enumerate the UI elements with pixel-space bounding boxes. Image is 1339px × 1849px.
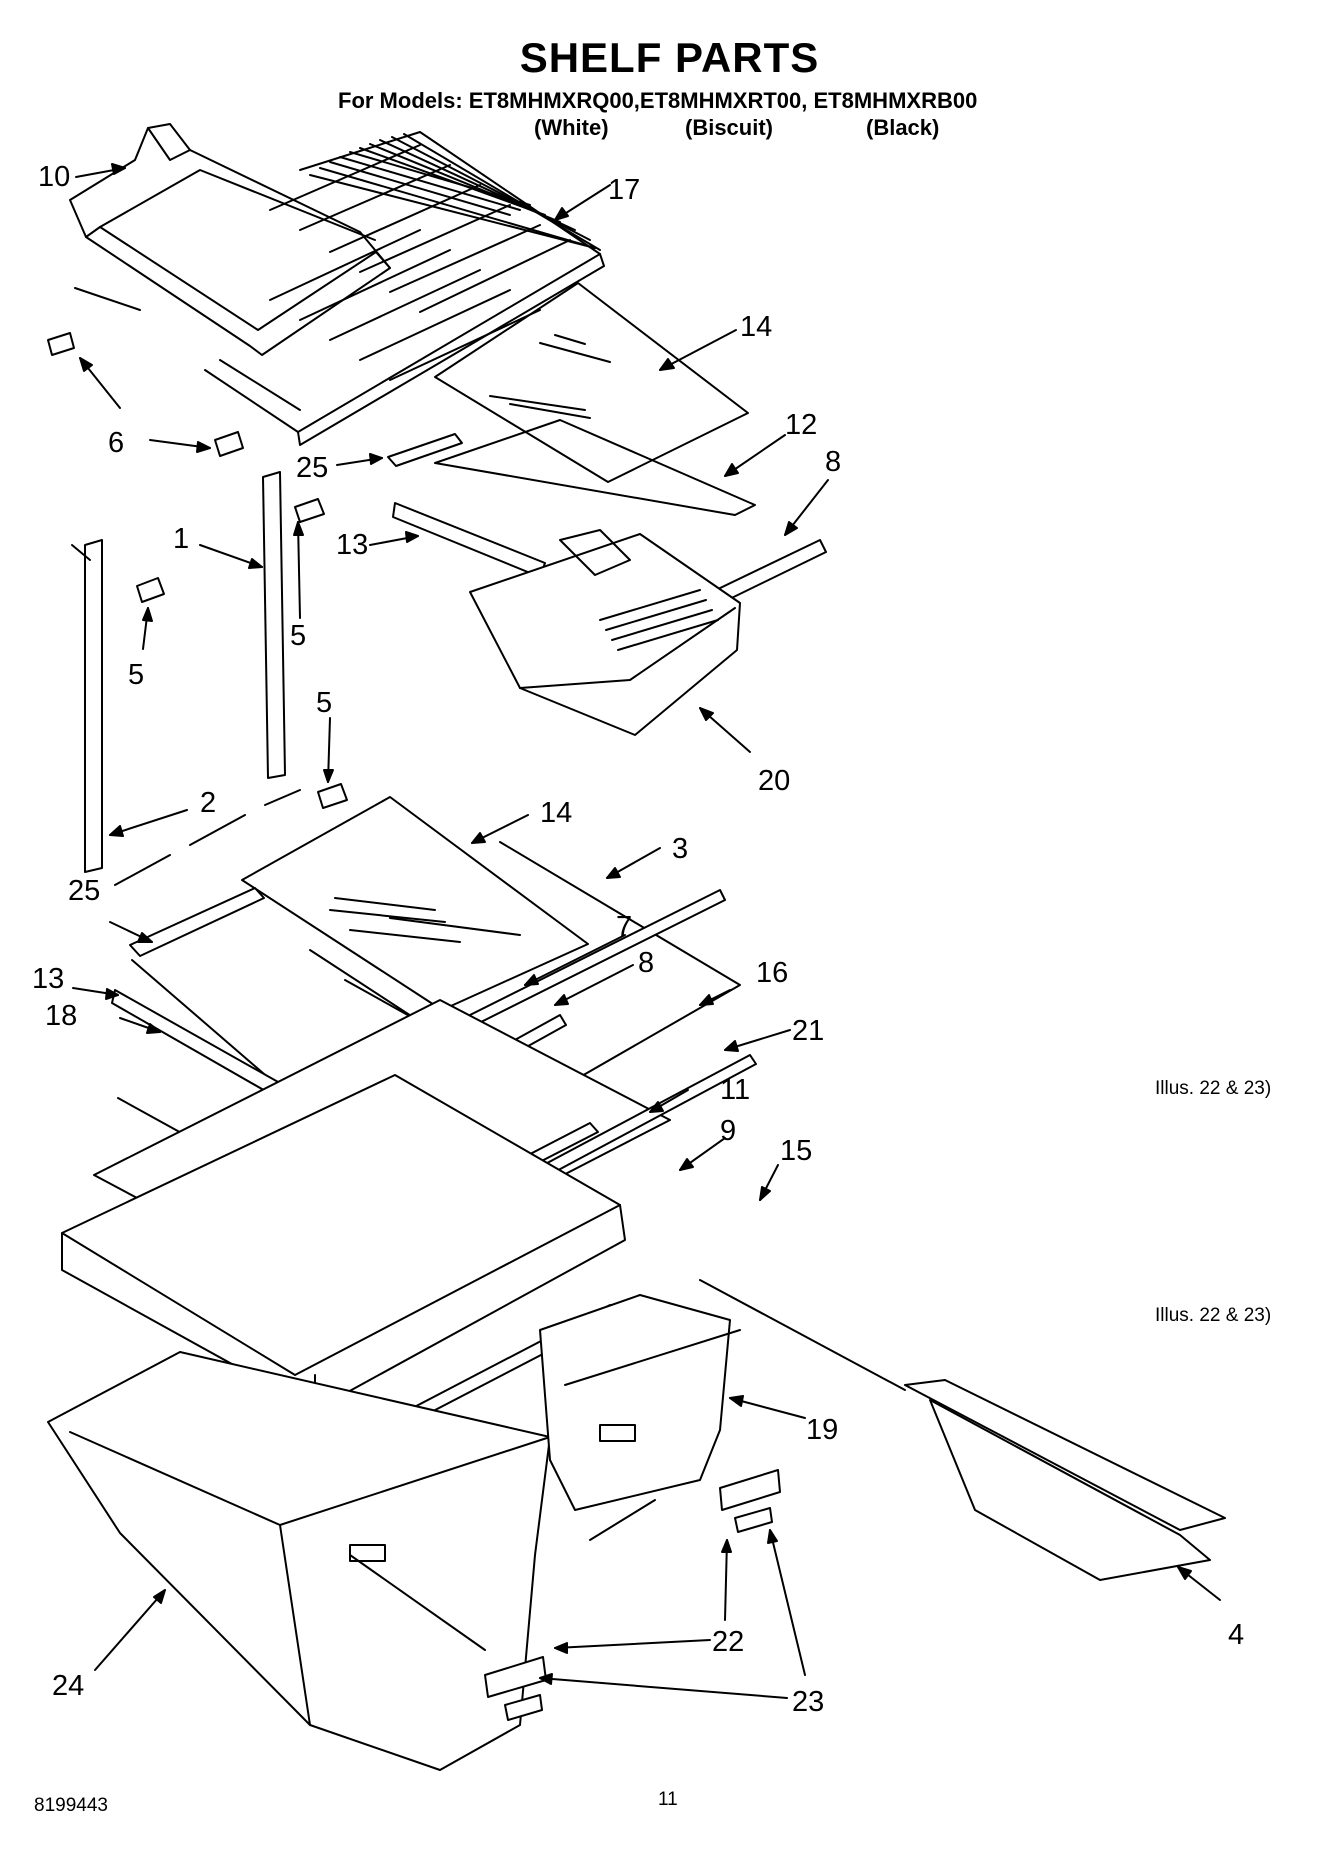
callout-4: 4 xyxy=(1228,1619,1244,1651)
callout-21: 21 xyxy=(792,1015,824,1047)
part-14-glass-upper xyxy=(435,283,748,482)
callout-20: 20 xyxy=(758,765,790,797)
variant-biscuit: (Biscuit) xyxy=(685,115,773,140)
part-24-crisper-pan xyxy=(48,1352,550,1770)
page-number: 11 xyxy=(658,1789,678,1810)
callout-8b: 8 xyxy=(638,947,654,979)
callout-18: 18 xyxy=(45,1000,77,1032)
callout-17: 17 xyxy=(608,174,640,206)
part-20-drawer xyxy=(470,530,740,735)
callout-5a: 5 xyxy=(290,620,306,652)
callout-15: 15 xyxy=(780,1135,812,1167)
parts-rails-screws xyxy=(85,472,347,872)
illustration-note: Illus. 22 & 23) xyxy=(1155,1305,1272,1326)
callout-5c: 5 xyxy=(316,687,332,719)
guide-lines xyxy=(72,545,905,1650)
callout-19: 19 xyxy=(806,1414,838,1446)
model-numbers: For Models: ET8MHMXRQ00,ET8MHMXRT00, ET8… xyxy=(338,88,978,113)
callout-7: 7 xyxy=(616,911,632,943)
illustration-note: Illus. 22 & 23) xyxy=(1155,1078,1272,1099)
callout-13: 13 xyxy=(336,529,368,561)
callout-14b: 14 xyxy=(540,797,572,829)
callout-12: 12 xyxy=(785,409,817,441)
part-6-pins xyxy=(48,333,243,456)
variant-black: (Black) xyxy=(866,115,940,140)
callout-1: 1 xyxy=(173,523,189,555)
leader-lines xyxy=(73,164,1220,1698)
callout-6: 6 xyxy=(108,427,124,459)
parts-22-23-clips xyxy=(485,1470,780,1720)
callout-9: 9 xyxy=(720,1115,736,1147)
part-4-bracket xyxy=(905,1380,1225,1580)
callout-11: 11 xyxy=(720,1074,750,1106)
part-10-bin xyxy=(70,124,390,355)
callout-8: 8 xyxy=(825,446,841,478)
part-19-crisper-pan xyxy=(540,1295,740,1510)
variant-white: (White) xyxy=(534,115,609,140)
callout-5b: 5 xyxy=(128,659,144,691)
callout-16: 16 xyxy=(756,957,788,989)
part-17-wire-shelf xyxy=(75,132,604,445)
callout-labels: 10 17 14 12 8 6 25 1 13 5 5 5 20 2 14 3 … xyxy=(32,161,1244,1718)
callout-3: 3 xyxy=(672,833,688,865)
callout-2: 2 xyxy=(200,787,216,819)
callout-23: 23 xyxy=(792,1686,824,1718)
callout-22: 22 xyxy=(712,1626,744,1658)
page-title: SHELF PARTS xyxy=(519,34,820,81)
callout-25: 25 xyxy=(296,452,328,484)
callout-10: 10 xyxy=(38,161,70,193)
callout-14: 14 xyxy=(740,311,772,343)
callout-24: 24 xyxy=(52,1670,84,1702)
callout-13b: 13 xyxy=(32,963,64,995)
document-number: 8199443 xyxy=(34,1795,108,1816)
callout-25b: 25 xyxy=(68,875,100,907)
